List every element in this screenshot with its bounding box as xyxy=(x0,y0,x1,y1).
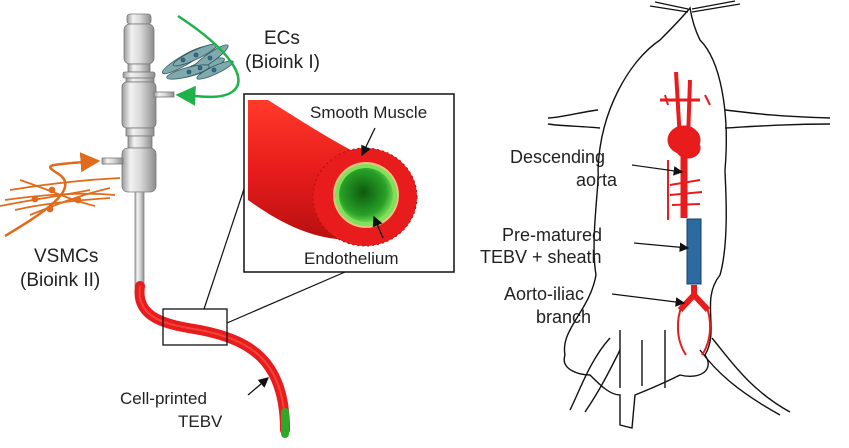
vessel-cross-section-inset xyxy=(243,93,455,273)
aortic-vasculature xyxy=(660,71,711,220)
printed-tebv-tube-highlight xyxy=(138,285,286,431)
vsmcs-label: VSMCs xyxy=(34,246,98,267)
iliac-arrow xyxy=(611,293,686,307)
ecs-label: ECs xyxy=(264,28,300,49)
zoom-connector-right xyxy=(226,271,346,324)
tebv-sheath-implant xyxy=(686,218,702,285)
endothelial-cells-icon xyxy=(161,43,234,80)
tebv-sheath-label: TEBV + sheath xyxy=(480,247,602,267)
ecs-bioink-label: (Bioink I) xyxy=(245,52,320,73)
aorto-iliac-branch xyxy=(676,285,712,356)
endothelium-label: Endothelium xyxy=(304,249,399,268)
pre-matured-label: Pre-matured xyxy=(502,225,602,245)
sheath-arrow xyxy=(633,242,690,253)
aorta-label: aorta xyxy=(576,170,618,190)
ec-flow-arrow xyxy=(175,14,240,106)
tebv-arrow xyxy=(247,377,269,396)
aorto-iliac-label: Aorto-iliac xyxy=(504,284,584,304)
smooth-muscle-label: Smooth Muscle xyxy=(310,103,427,122)
cell-printed-label: Cell-printed xyxy=(120,389,207,408)
tebv-label: TEBV xyxy=(178,412,223,431)
vsmcs-bioink-label: (Bioink II) xyxy=(20,270,100,291)
descending-label: Descending xyxy=(510,147,605,167)
rat-outline xyxy=(547,6,831,429)
rat-whiskers-icon xyxy=(649,0,741,13)
descending-aorta-arrow xyxy=(631,164,684,176)
branch-label: branch xyxy=(536,307,591,327)
zoom-region-box xyxy=(162,308,228,346)
vsmc-flow-arrow xyxy=(4,152,101,238)
zoom-connector-left xyxy=(203,185,246,310)
bioprinter-nozzle xyxy=(101,13,175,288)
